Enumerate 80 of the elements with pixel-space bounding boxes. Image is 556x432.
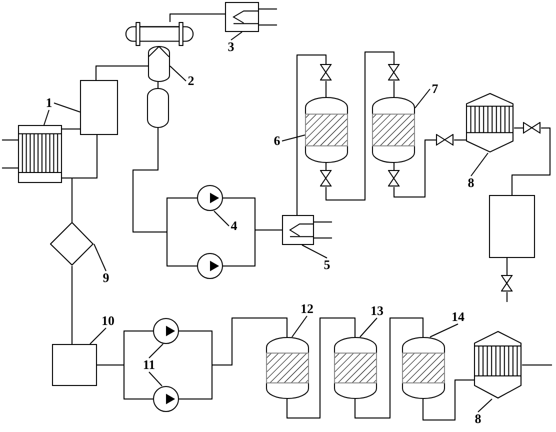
pipe-line	[132, 128, 198, 266]
packed-column	[305, 97, 348, 163]
pipe-line	[326, 52, 394, 200]
valve-symbol	[320, 64, 332, 81]
separator-drum	[123, 22, 196, 46]
leader-line	[478, 398, 492, 412]
leader-line	[44, 110, 50, 126]
pump-symbol	[197, 253, 223, 279]
pipe-line	[394, 140, 436, 198]
leader-line	[414, 88, 430, 108]
pipe-line	[62, 178, 72, 222]
tubular-reactor	[474, 331, 522, 399]
leader-line	[90, 328, 106, 344]
callout-number: 6	[272, 134, 282, 148]
callout-number: 10	[99, 314, 117, 328]
packed-column	[402, 337, 445, 399]
pipe-line	[178, 318, 288, 400]
valve-symbol	[388, 64, 400, 81]
callout-number: 5	[322, 258, 332, 272]
pipe-line	[286, 318, 356, 418]
storage-tank	[80, 80, 118, 135]
pump-symbol	[197, 185, 223, 211]
callout-number: 4	[229, 219, 239, 233]
leader-line	[94, 244, 106, 272]
leader-line	[148, 344, 164, 358]
leader-line	[292, 316, 308, 338]
pipe-line	[422, 380, 474, 420]
storage-tank	[489, 195, 535, 258]
valve-symbol	[501, 275, 513, 292]
pipe-line	[258, 24, 278, 26]
callout-number: 8	[466, 176, 476, 190]
cooler	[282, 215, 314, 245]
pipe-line	[96, 364, 154, 400]
leader-line	[148, 372, 162, 386]
leader-line	[302, 244, 328, 258]
pipe-line	[506, 258, 508, 276]
heat-exchanger	[18, 125, 62, 183]
filter-symbol	[50, 222, 94, 266]
callout-number: 12	[298, 302, 316, 316]
pipe-line	[62, 128, 80, 130]
callout-number: 7	[430, 82, 440, 96]
leader-line	[230, 32, 242, 40]
callout-number: 13	[368, 304, 386, 318]
packed-column	[372, 97, 415, 163]
leader-line	[214, 210, 230, 226]
valve-symbol	[436, 134, 454, 146]
valve-symbol	[388, 170, 400, 187]
leader-line	[282, 134, 306, 142]
condenser	[225, 2, 259, 32]
leader-line	[54, 102, 80, 112]
leader-line	[170, 66, 186, 82]
receiver-vessel	[147, 88, 169, 128]
leader-line	[430, 324, 458, 338]
pipe-line	[170, 14, 226, 22]
callout-number: 14	[449, 310, 467, 324]
valve-symbol	[320, 170, 332, 187]
pump-symbol	[153, 386, 179, 412]
pipe-line	[222, 230, 282, 266]
tubular-reactor	[466, 93, 514, 153]
callout-number: 2	[186, 74, 196, 88]
separator-vessel	[148, 46, 170, 82]
callout-number: 3	[226, 40, 236, 54]
storage-tank	[52, 344, 97, 386]
pipe-line	[522, 364, 552, 366]
leader-line	[360, 318, 378, 338]
pipe-line	[296, 54, 326, 216]
packed-column	[334, 337, 377, 399]
packed-column	[266, 337, 309, 399]
callout-number: 9	[101, 271, 111, 285]
pipe-line	[96, 66, 148, 80]
pipe-line	[506, 292, 508, 302]
pipe-line	[512, 128, 550, 196]
callout-number: 1	[44, 96, 54, 110]
pipe-line	[354, 318, 424, 418]
valve-symbol	[523, 122, 541, 134]
pump-symbol	[153, 318, 179, 344]
callout-number: 8	[473, 412, 483, 426]
pipe-line	[258, 8, 278, 10]
callout-number: 11	[140, 358, 158, 372]
leader-line	[470, 152, 488, 176]
